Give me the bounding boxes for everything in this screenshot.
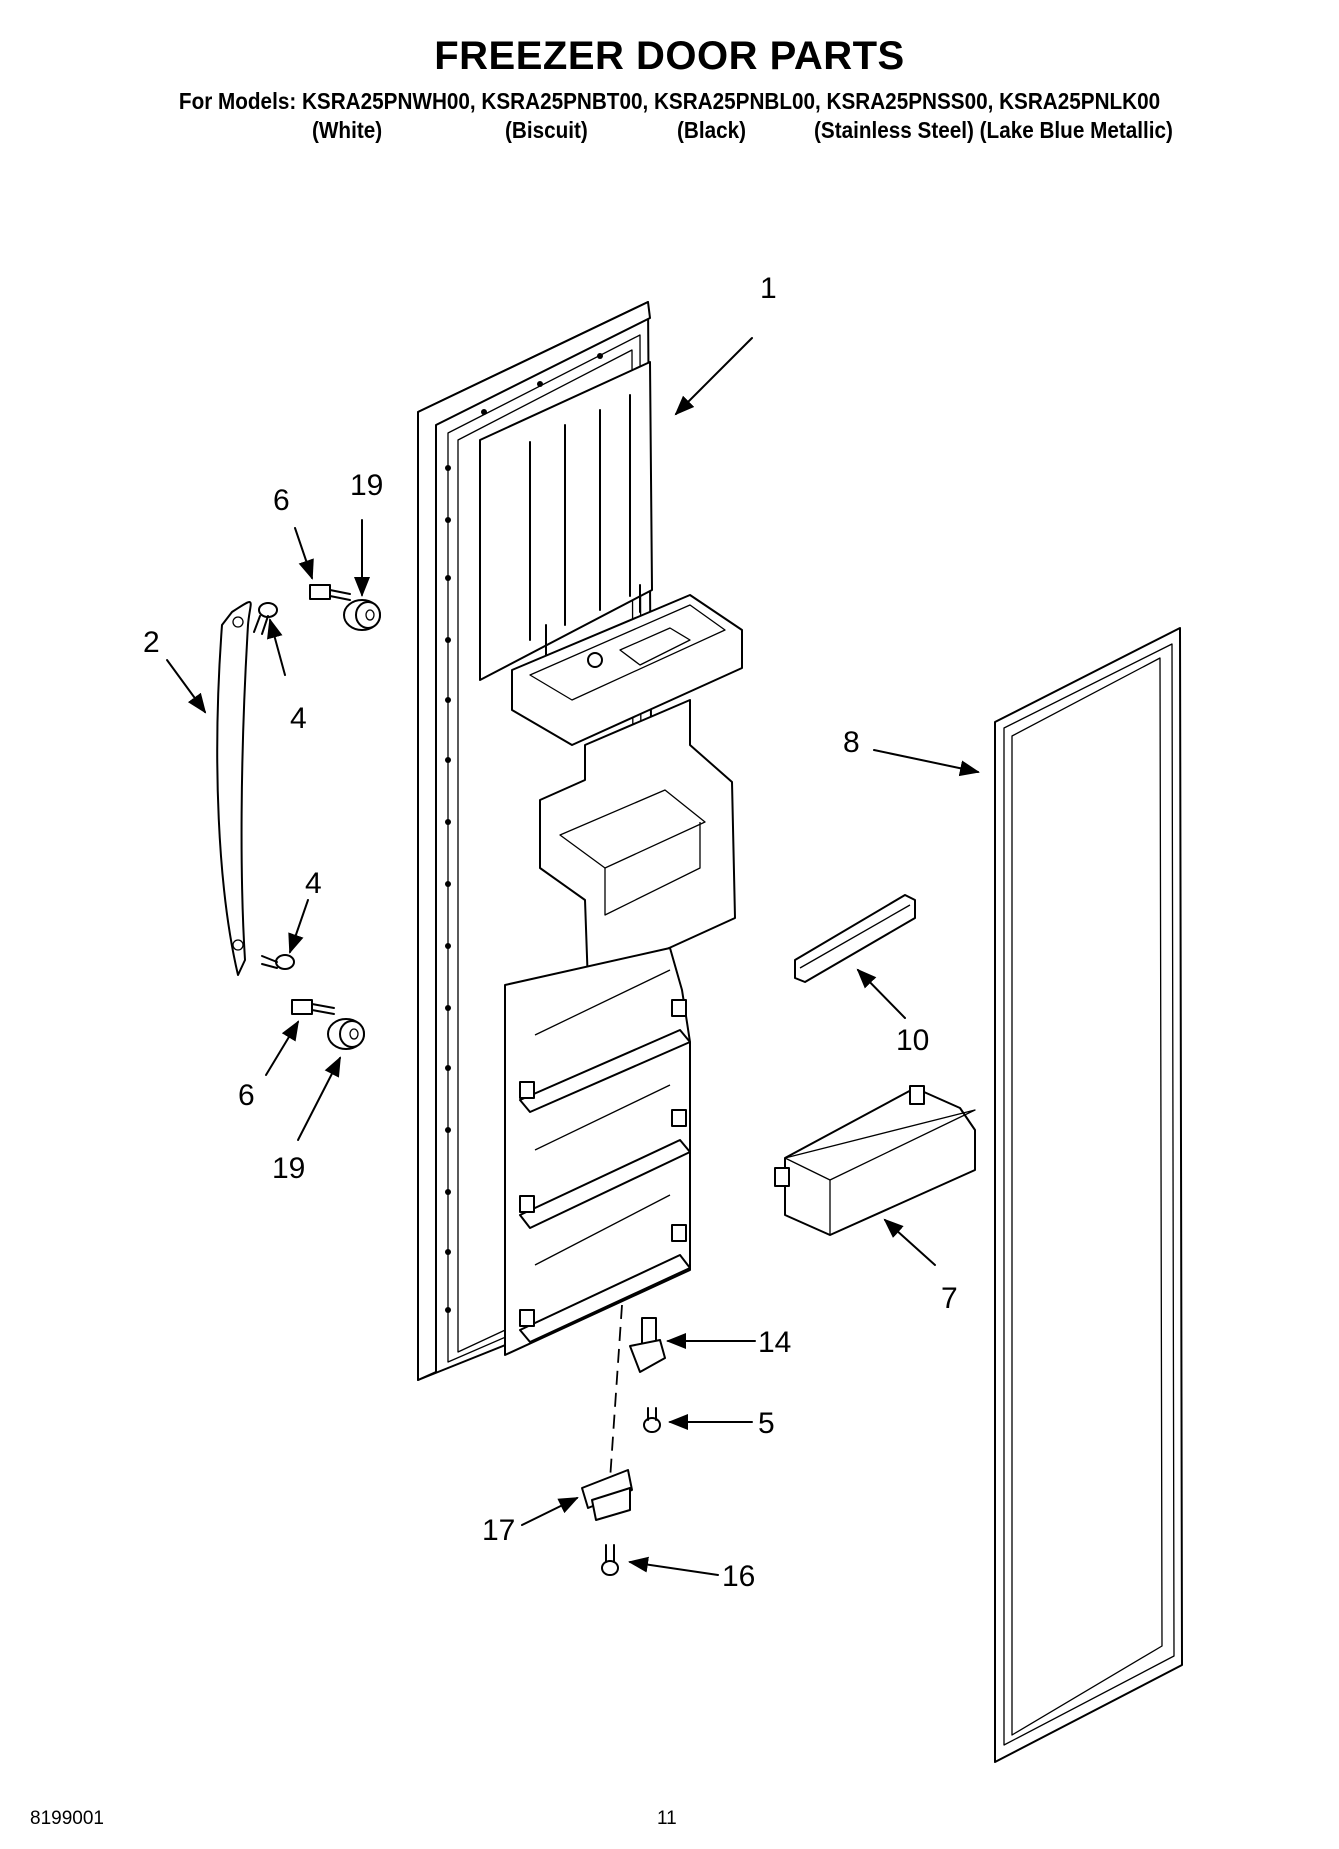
callout-5: 5 — [758, 1407, 775, 1440]
callout-4-bottom: 4 — [305, 867, 322, 900]
page-title: FREEZER DOOR PARTS — [434, 34, 905, 78]
callout-4-top: 4 — [290, 702, 307, 735]
callout-14: 14 — [758, 1326, 791, 1359]
hinge-screw — [643, 1407, 661, 1433]
doc-number: 8199001 — [30, 1808, 104, 1829]
models-line: For Models: KSRA25PNWH00, KSRA25PNBT00, … — [178, 88, 1161, 114]
callout-1: 1 — [760, 272, 777, 305]
door-handle — [216, 601, 252, 976]
callout-19-top: 19 — [350, 469, 383, 502]
handle-screw-top — [253, 602, 278, 635]
door-bin — [774, 1085, 976, 1236]
stud-top — [309, 584, 351, 601]
freezer-door — [417, 301, 743, 1381]
color-black: (Black) — [677, 117, 747, 143]
bracket-screw — [601, 1544, 619, 1576]
page-number: 11 — [657, 1808, 677, 1829]
alignment-line — [609, 1304, 623, 1481]
callout-8: 8 — [843, 726, 860, 759]
callout-6-bottom: 6 — [238, 1079, 255, 1112]
door-gasket — [994, 627, 1183, 1763]
callout-10: 10 — [896, 1024, 929, 1057]
leader-lines — [166, 337, 980, 1576]
color-biscuit: (Biscuit) — [505, 117, 588, 143]
color-white: (White) — [312, 117, 383, 143]
spacer-top — [343, 599, 381, 631]
callout-7: 7 — [941, 1282, 958, 1315]
callout-6-top: 6 — [273, 484, 290, 517]
shelf-retainer — [794, 894, 916, 983]
color-stainless-lake-blue: (Stainless Steel) (Lake Blue Metallic) — [814, 117, 1173, 143]
hinge-pin — [629, 1317, 666, 1373]
callout-2: 2 — [143, 626, 160, 659]
callout-16: 16 — [722, 1560, 755, 1593]
spacer-bottom — [327, 1018, 365, 1050]
handle-screw-bottom — [261, 954, 295, 970]
hinge-bracket — [581, 1469, 633, 1521]
stud-bottom — [291, 999, 335, 1015]
callout-19-bottom: 19 — [272, 1152, 305, 1185]
callout-17: 17 — [482, 1514, 515, 1547]
